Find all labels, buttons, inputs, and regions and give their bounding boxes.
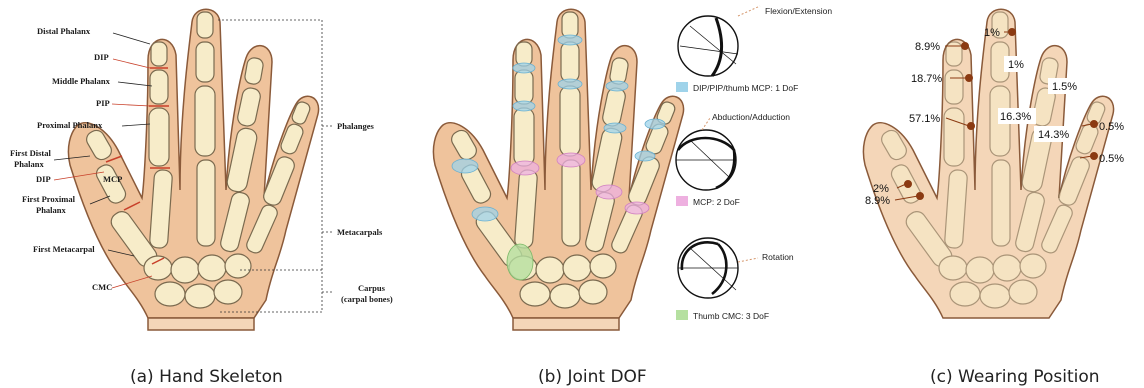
- marker-index-distal: [962, 43, 969, 50]
- label-distal-phalanx: Distal Phalanx: [37, 26, 91, 36]
- caption-a: (a) Hand Skeleton: [130, 367, 283, 387]
- pct-thumb-proximal: 8.9%: [865, 195, 890, 207]
- marker-index-proximal: [968, 123, 975, 130]
- pct-middle-proximal: 16.3%: [1000, 111, 1031, 123]
- legend-label-1dof: DIP/PIP/thumb MCP: 1 DoF: [693, 83, 798, 93]
- dof-diagrams: [676, 6, 760, 298]
- marker-little-b: [1091, 153, 1098, 160]
- label-flexion: Flexion/Extension: [765, 6, 832, 16]
- marker-middle-tip: [1009, 29, 1016, 36]
- label-carpus-2: (carpal bones): [341, 294, 393, 304]
- label-proximal-phalanx: Proximal Phalanx: [37, 120, 103, 130]
- pct-ring-proximal: 14.3%: [1038, 129, 1069, 141]
- pct-index-middle: 18.7%: [911, 73, 942, 85]
- label-dip: DIP: [94, 52, 109, 62]
- legend-swatch-1dof: [676, 82, 688, 92]
- pct-thumb-distal: 2%: [873, 183, 889, 195]
- caption-b: (b) Joint DOF: [538, 367, 647, 387]
- pct-index-proximal: 57.1%: [909, 113, 940, 125]
- marker-little-a: [1091, 121, 1098, 128]
- label-abduction: Abduction/Adduction: [712, 112, 790, 122]
- label-carpus-1: Carpus: [358, 283, 386, 293]
- label-pip: PIP: [96, 98, 110, 108]
- marker-thumb-distal: [905, 181, 912, 188]
- label-first-proximal-1: First Proximal: [22, 194, 76, 204]
- label-mcp: MCP: [103, 174, 122, 184]
- label-middle-phalanx: Middle Phalanx: [52, 76, 111, 86]
- pct-little-a: 0.5%: [1099, 121, 1124, 133]
- legend-label-cmc: Thumb CMC: 3 DoF: [693, 311, 769, 321]
- marker-thumb-proximal: [917, 193, 924, 200]
- flexion-circle: [678, 6, 760, 76]
- legend-swatch-mcp: [676, 196, 688, 206]
- joint-marker-cmc: [507, 244, 533, 280]
- pct-ring-middle: 1.5%: [1052, 81, 1077, 93]
- panel-c-wearing-position: [863, 9, 1113, 318]
- label-rotation: Rotation: [762, 252, 794, 262]
- pct-middle-middle: 1%: [1008, 59, 1024, 71]
- legend-label-mcp: MCP: 2 DoF: [693, 197, 740, 207]
- label-first-distal-1: First Distal: [10, 148, 51, 158]
- label-phalanges: Phalanges: [337, 121, 375, 131]
- panel-b-joint-dof: [433, 9, 683, 330]
- pct-middle-tip: 1%: [984, 27, 1000, 39]
- abduction-circle: [676, 118, 736, 190]
- label-metacarpals: Metacarpals: [337, 227, 383, 237]
- label-cmc: CMC: [92, 282, 112, 292]
- pct-index-distal: 8.9%: [915, 41, 940, 53]
- label-first-distal-2: Phalanx: [14, 159, 45, 169]
- caption-c: (c) Wearing Position: [930, 367, 1100, 387]
- label-first-metacarpal: First Metacarpal: [33, 244, 95, 254]
- marker-index-middle: [966, 75, 973, 82]
- legend-swatch-cmc: [676, 310, 688, 320]
- pct-little-b: 0.5%: [1099, 153, 1124, 165]
- label-dip-2: DIP: [36, 174, 51, 184]
- rotation-circle: [678, 238, 758, 298]
- label-first-proximal-2: Phalanx: [36, 205, 67, 215]
